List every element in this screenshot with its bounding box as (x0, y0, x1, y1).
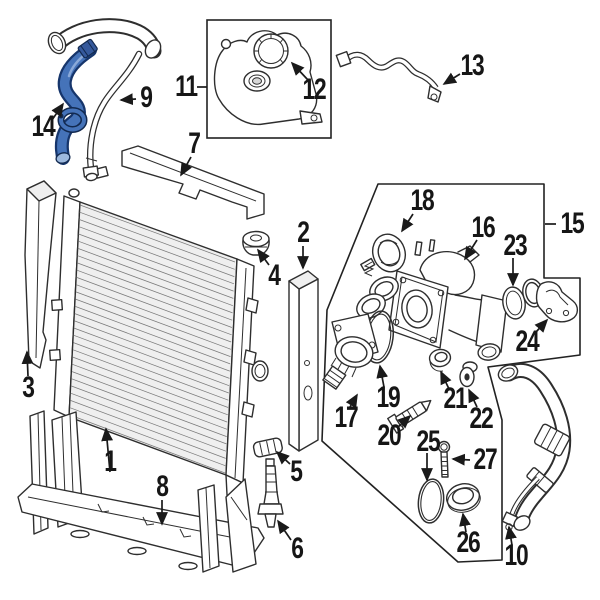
callout-21: 21 (443, 382, 467, 415)
cap-part-21 (428, 348, 452, 372)
radiator-part-1 (48, 165, 269, 521)
thermostat-housing-part-16 (356, 239, 508, 373)
callout-11: 11 (175, 70, 198, 103)
callout-19: 19 (376, 381, 400, 414)
callout-26: 26 (456, 526, 480, 559)
tank-cap-part-12 (253, 33, 289, 69)
callout-22: 22 (469, 402, 493, 435)
callout-7: 7 (188, 127, 201, 160)
callout-9: 9 (140, 81, 153, 114)
callout-2: 2 (297, 216, 310, 249)
outlet-flange-part-24 (522, 278, 579, 323)
lower-shield-part-8 (17, 410, 265, 573)
bolt-part-27 (437, 440, 451, 478)
callout-16: 16 (471, 211, 495, 244)
callout-12: 12 (302, 73, 326, 106)
callout-27: 27 (473, 443, 497, 476)
upper-bracket-part-7 (121, 145, 265, 220)
drain-valve-part-6 (257, 458, 284, 528)
right-deflector-part-2 (288, 270, 319, 452)
callout-14: 14 (31, 110, 55, 143)
callout-6: 6 (291, 532, 304, 565)
left-deflector-part-3 (24, 180, 57, 369)
callout-1: 1 (104, 445, 117, 478)
callout-25: 25 (416, 425, 440, 458)
highlighted-hose-part-14 (54, 38, 98, 165)
leader-lines (21, 61, 556, 546)
callout-15: 15 (560, 207, 584, 240)
callout-5: 5 (290, 455, 303, 488)
housing-cover-part-17 (322, 313, 379, 390)
washer-part-22 (459, 366, 475, 388)
callout-24: 24 (515, 325, 539, 358)
callout-17: 17 (334, 401, 358, 434)
clamp-part-5 (252, 437, 283, 458)
rubber-mount-part-4 (242, 230, 270, 256)
callout-10: 10 (504, 539, 528, 572)
callout-13: 13 (460, 49, 484, 82)
callout-8: 8 (156, 470, 169, 503)
callout-18: 18 (410, 184, 434, 217)
gasket-part-26 (445, 483, 481, 513)
callout-4: 4 (268, 259, 281, 292)
callout-3: 3 (22, 371, 35, 404)
callout-20: 20 (377, 419, 401, 452)
expansion-tank-box-part-11 (206, 19, 332, 139)
oring-part-25 (417, 478, 445, 524)
callout-23: 23 (503, 229, 527, 262)
vent-hose-part-13 (335, 50, 442, 103)
lower-hose-part-10 (497, 363, 572, 531)
thermostat-part-18 (360, 233, 407, 277)
upper-hose-part-9 (47, 18, 162, 182)
